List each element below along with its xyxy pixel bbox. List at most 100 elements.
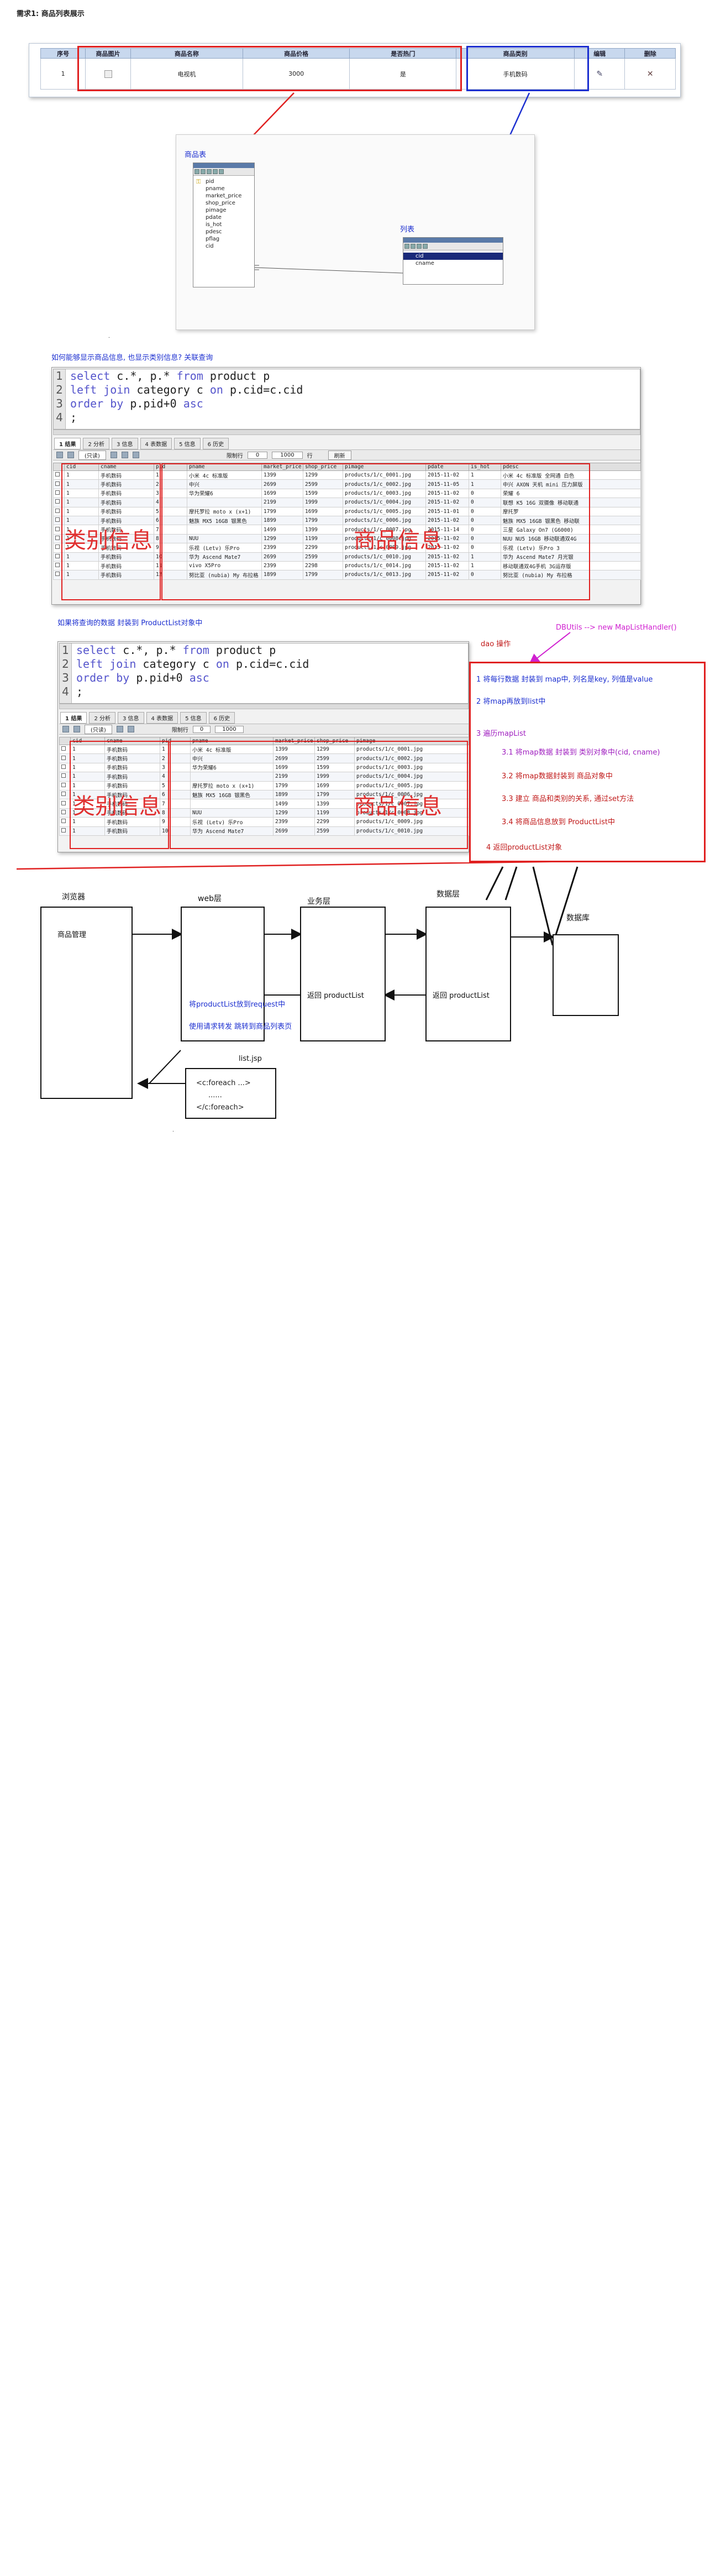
row-count-input[interactable]: 1000	[272, 451, 303, 459]
grid-cell[interactable]: 手机数码	[98, 533, 154, 544]
grid-cell[interactable]: 2699	[273, 826, 315, 836]
grid-icon[interactable]	[56, 452, 63, 458]
grid-cell[interactable]: products/1/c_0006.jpg	[354, 789, 469, 800]
delete-icon[interactable]: ✕	[646, 69, 654, 78]
edit-icon[interactable]: ✎	[596, 69, 603, 78]
grid-cell[interactable]: 2699	[261, 552, 303, 562]
grid-cell[interactable]: 联想 K5 16G 双摄像 移动联通	[501, 498, 641, 507]
grid-cell[interactable]: 1899	[261, 570, 303, 580]
grid-cell[interactable]: 10	[160, 826, 191, 836]
grid-icon[interactable]	[62, 726, 69, 732]
grid-cell[interactable]: 2015-11-02	[425, 515, 469, 526]
grid-cell[interactable]: 中兴 AXON 天机 mini 压力屏版	[501, 479, 641, 489]
grid-cell[interactable]: 华为 Ascend Mate7 月光银	[501, 552, 641, 562]
export-icon[interactable]	[73, 726, 80, 732]
grid-cell[interactable]: 8	[160, 808, 191, 818]
grid-cell[interactable]: 2015-11-02	[425, 570, 469, 580]
grid-cell[interactable]: products/1/c_0004.jpg	[354, 772, 469, 782]
tab-result[interactable]: 1 结果	[60, 712, 87, 724]
grid-cell[interactable]: 2	[160, 753, 191, 763]
row-checkbox[interactable]	[59, 826, 71, 836]
grid-cell[interactable]: 1	[469, 479, 501, 489]
grid-cell[interactable]: 0	[469, 498, 501, 507]
grid-cell[interactable]: 1	[64, 552, 99, 562]
grid-cell[interactable]: 1	[64, 533, 99, 544]
refresh-button[interactable]: 刷新	[328, 450, 351, 460]
grid-cell[interactable]: 华为 Ascend Mate7	[190, 826, 274, 836]
grid-cell[interactable]: NUU NU5 16GB 移动联通双4G	[501, 533, 641, 544]
save-icon[interactable]	[116, 726, 123, 732]
grid-cell[interactable]: products/1/c_0004.jpg	[343, 498, 426, 507]
row-checkbox[interactable]	[59, 817, 71, 827]
row-checkbox[interactable]	[59, 789, 71, 800]
grid-cell[interactable]: 4	[160, 772, 191, 782]
tab-info[interactable]: 3 信息	[112, 438, 138, 449]
tab-history[interactable]: 6 历史	[208, 712, 235, 724]
grid-cell[interactable]: 手机数码	[104, 789, 160, 800]
grid-cell[interactable]: products/1/c_0002.jpg	[354, 753, 469, 763]
editor-scrollbar[interactable]	[59, 704, 469, 709]
grid-cell[interactable]: 手机数码	[104, 753, 160, 763]
grid-cell[interactable]: products/1/c_0013.jpg	[343, 570, 426, 580]
editor-scrollbar[interactable]	[53, 430, 640, 435]
product-management-link[interactable]: 商品管理	[57, 931, 87, 939]
grid-cell[interactable]: 手机数码	[98, 515, 154, 526]
grid-cell[interactable]: 1299	[273, 808, 315, 818]
grid-cell[interactable]: 魅族 MX5 16GB 银黑色	[190, 789, 274, 800]
grid-cell[interactable]: 0	[469, 533, 501, 544]
grid-cell[interactable]: 2599	[314, 826, 355, 836]
grid-cell[interactable]: 1199	[314, 808, 355, 818]
row-checkbox[interactable]	[59, 744, 71, 755]
grid-cell[interactable]: products/1/c_0002.jpg	[343, 479, 426, 489]
tab-info-2[interactable]: 5 信息	[174, 438, 201, 449]
row-checkbox[interactable]	[59, 772, 71, 782]
row-checkbox[interactable]	[59, 753, 71, 763]
grid-cell[interactable]: 2015-11-05	[425, 479, 469, 489]
save-icon[interactable]	[110, 452, 117, 458]
export-icon[interactable]	[67, 452, 74, 458]
refresh-icon[interactable]	[121, 452, 128, 458]
grid-cell[interactable]: 努比亚 (nubia) My 布拉格	[187, 570, 262, 580]
grid-cell[interactable]: products/1/c_0006.jpg	[343, 515, 426, 526]
grid-cell[interactable]: 中兴	[190, 753, 274, 763]
filter-select[interactable]: (只读)	[85, 724, 112, 734]
grid-cell[interactable]: 2699	[273, 753, 315, 763]
grid-cell[interactable]: 手机数码	[104, 826, 160, 836]
filter-select[interactable]: (只读)	[78, 450, 106, 460]
grid-cell[interactable]: 手机数码	[98, 498, 154, 507]
grid-cell[interactable]: 魅族 MX5 16GB 银黑色	[187, 515, 262, 526]
grid-cell[interactable]	[187, 498, 262, 507]
grid-cell[interactable]: products/1/c_0010.jpg	[354, 826, 469, 836]
grid-cell[interactable]: 1999	[303, 498, 343, 507]
grid-cell[interactable]: 手机数码	[104, 808, 160, 818]
first-row-input[interactable]: 0	[192, 725, 211, 733]
grid-cell[interactable]: 1299	[261, 533, 303, 544]
grid-cell[interactable]: 0	[469, 570, 501, 580]
tab-profile[interactable]: 2 分析	[83, 438, 109, 449]
tab-table-data[interactable]: 4 表数据	[146, 712, 178, 724]
grid-cell[interactable]: 1	[469, 552, 501, 562]
row-count-input[interactable]: 1000	[215, 725, 244, 733]
grid-cell[interactable]: 华为 Ascend Mate7	[187, 552, 262, 562]
row-checkbox[interactable]	[59, 781, 71, 790]
grid-cell[interactable]: 2599	[314, 753, 355, 763]
grid-cell[interactable]: 1	[70, 789, 105, 800]
